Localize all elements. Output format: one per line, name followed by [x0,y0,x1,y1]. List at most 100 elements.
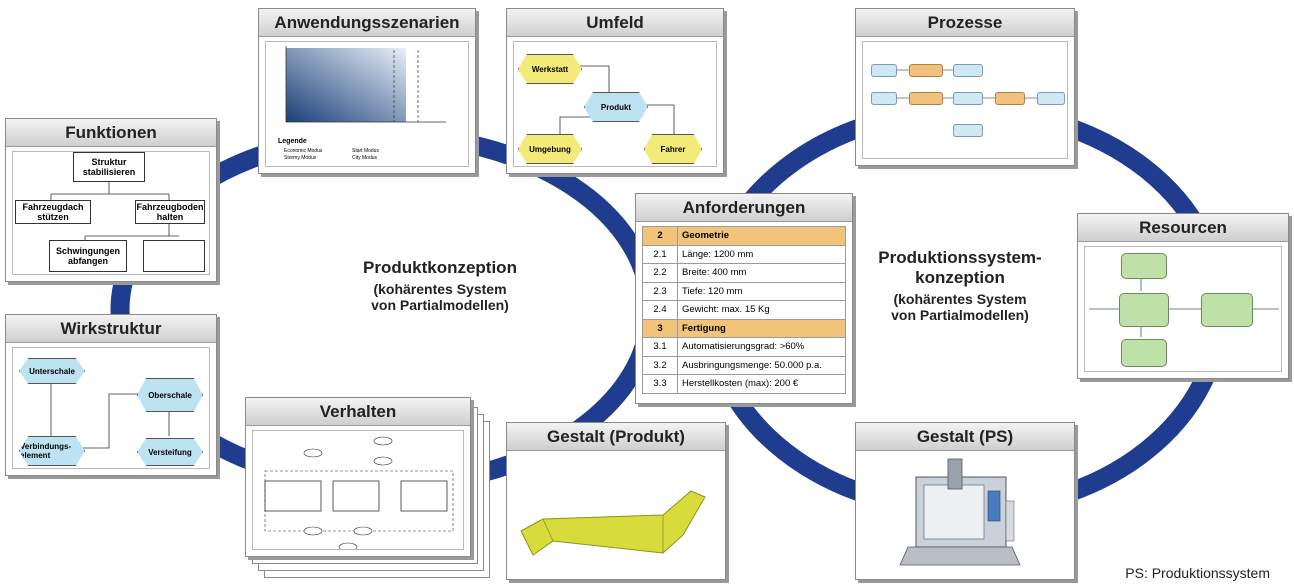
produktkonzeption-sub1: (kohärentes System [373,281,507,297]
panel-title: Umfeld [507,9,723,37]
req-text: Länge: 1200 mm [677,244,846,264]
panel-title: Anwendungsszenarien [259,9,475,37]
machine-view [862,455,1068,573]
panel-title: Resourcen [1078,214,1288,242]
ps-title-2: konzeption [915,268,1005,287]
panel-title: Funktionen [6,119,216,147]
req-num: 3.1 [642,337,678,357]
panel-wirkstruktur: Wirkstruktur Unterschale Oberschale Verb… [5,314,217,476]
legend-item: Stormy Modus [284,155,317,161]
product-3d-part [520,490,706,556]
function-tree: Struktur stabilisieren Fahrzeugdach stüt… [12,151,210,275]
ps-sub2: von Partialmodellen) [891,307,1029,323]
req-text: Gewicht: max. 15 Kg [677,300,846,320]
node-verbindungselement: Verbindungs-element [19,436,85,466]
req-num: 3.2 [642,355,678,375]
produktkonzeption-sub2: von Partialmodellen) [371,297,509,313]
behavior-diagram [252,430,464,550]
umfeld-diagram: Werkstatt Produkt Umgebung Fahrer [513,41,717,167]
resource-arrows [1089,275,1279,337]
panel-anwendungsszenarien: Anwendungsszenarien Legende Economic Mod… [258,8,476,174]
function-node-empty [143,240,205,272]
ps-title-1: Produktionssystem- [878,248,1042,267]
panel-title: Prozesse [856,9,1074,37]
node-umgebung: Umgebung [518,134,582,164]
req-num: 2 [642,226,678,246]
resource-node [1119,293,1169,327]
resource-node [1121,339,1167,367]
req-num: 2.4 [642,300,678,320]
req-num: 3 [642,318,678,338]
produktkonzeption-label: Produktkonzeption (kohärentes System von… [325,258,555,313]
panel-title: Anforderungen [636,194,852,222]
panel-title: Gestalt (Produkt) [507,423,725,451]
function-node: Fahrzeugdach stützen [15,200,91,224]
produktkonzeption-title: Produktkonzeption [363,258,517,277]
req-num: 3.3 [642,374,678,394]
legend-item: City Modus [352,155,378,161]
legend-item: Economic Modus [284,148,323,154]
panel-gestalt-produkt: Gestalt (Produkt) [506,422,726,580]
wirkstruktur-diagram: Unterschale Oberschale Verbindungs-eleme… [12,347,210,469]
ps-sub1: (kohärentes System [893,291,1027,307]
node-versteifung: Versteifung [137,438,203,466]
scenario-plot: Legende Economic Modus Start Modus Storm… [265,41,469,167]
process-step [871,92,897,105]
process-step [909,64,943,77]
function-node: Schwingungen abfangen [49,240,127,272]
node-unterschale: Unterschale [19,358,85,384]
panel-title: Gestalt (PS) [856,423,1074,451]
node-werkstatt: Werkstatt [518,54,582,84]
legend-title: Legende [278,138,307,145]
process-step [953,124,983,137]
panel-umfeld: Umfeld Werkstatt Produkt Umgebung Fahrer [506,8,724,174]
req-text: Geometrie [677,226,846,246]
node-fahrer: Fahrer [644,134,702,164]
req-text: Ausbringungsmenge: 50.000 p.a. [677,355,846,375]
process-step [1037,92,1065,105]
process-step [953,92,983,105]
node-oberschale: Oberschale [137,378,203,412]
produktionssystemkonzeption-label: Produktionssystem- konzeption (kohärente… [845,248,1075,323]
cnc-machine-image [899,458,1021,566]
node-produkt: Produkt [584,92,648,122]
panel-prozesse: Prozesse [855,8,1075,166]
process-arrows [895,69,1037,99]
req-num: 2.2 [642,263,678,283]
process-step [953,64,983,77]
legend-item: Start Modus [352,148,379,154]
req-text: Fertigung [677,318,846,338]
umfeld-connectors [559,65,675,137]
req-text: Breite: 400 mm [677,263,846,283]
req-text: Automatisierungsgrad: >60% [677,337,846,357]
behavior-statechart [264,436,454,549]
process-step [909,92,943,105]
function-tree-lines [50,180,179,240]
panel-title: Verhalten [246,398,470,426]
product-shape-view [513,455,719,573]
footnote-ps: PS: Produktionssystem [1125,565,1270,581]
resource-node [1121,253,1167,279]
panel-funktionen: Funktionen Struktur stabilisieren Fahrze… [5,118,217,282]
process-chain [862,41,1068,159]
req-num: 2.1 [642,244,678,264]
req-text: Tiefe: 120 mm [677,281,846,301]
resource-node [1201,293,1253,327]
resource-flow [1084,246,1282,372]
req-text: Herstellkosten (max): 200 € [677,374,846,394]
panel-resourcen: Resourcen [1077,213,1289,379]
function-node: Fahrzeugboden halten [135,200,205,224]
wirkstruktur-connectors [50,380,170,449]
function-root: Struktur stabilisieren [73,152,145,182]
req-num: 2.3 [642,281,678,301]
process-step [995,92,1025,105]
